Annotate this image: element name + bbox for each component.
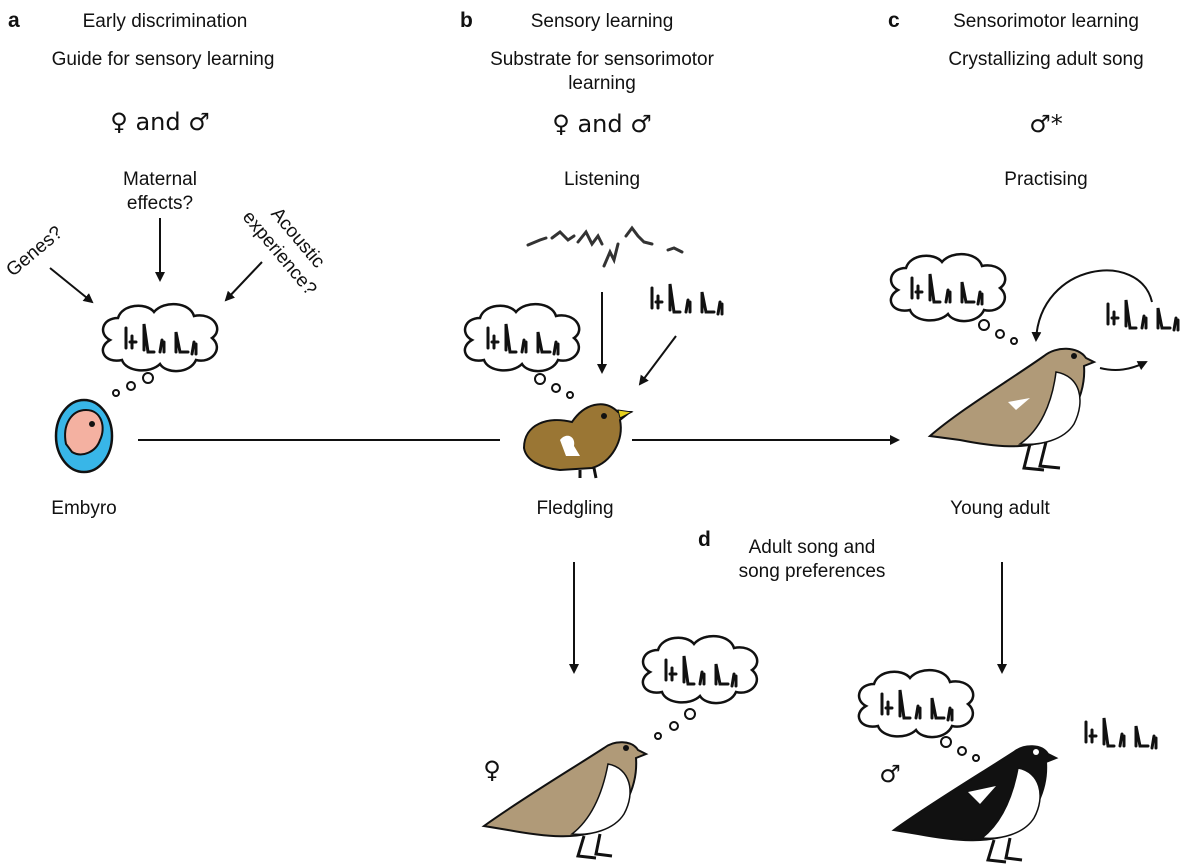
panel-b-subtitle: Substrate for sensorimotor learning <box>490 49 714 94</box>
fledgling-thought-cloud <box>463 302 581 373</box>
panel-a-letter: a <box>8 9 20 32</box>
panel-c-activity: Practising <box>1004 169 1088 190</box>
female-thought-cloud <box>641 634 759 705</box>
female-bird <box>481 741 649 860</box>
feedback-loop-arrow <box>1031 269 1153 342</box>
embryo-egg <box>54 398 114 474</box>
male-thought-cloud <box>857 668 975 739</box>
young-adult-song <box>1106 298 1180 332</box>
panel-a-title: Early discrimination <box>82 11 248 32</box>
male-song <box>1084 716 1158 750</box>
male-bird <box>891 745 1059 864</box>
panel-b-sex-symbols: ♀ and ♂ <box>552 110 652 138</box>
young-adult-label: Young adult <box>950 498 1050 519</box>
panel-c-letter: c <box>888 9 900 32</box>
embryo-thought-cloud <box>101 302 219 373</box>
young-adult-thought-cloud <box>889 252 1007 323</box>
song-output-arrow <box>1099 361 1148 371</box>
panel-c-sex-symbol: ♂* <box>1029 110 1063 138</box>
panel-b-letter: b <box>460 9 473 32</box>
young-adult-bird <box>927 347 1097 472</box>
panel-b-title: Sensory learning <box>530 11 674 32</box>
panel-b-activity: Listening <box>563 169 641 190</box>
female-symbol: ♀ <box>483 756 501 784</box>
arrow-tutor-motif <box>638 335 677 386</box>
panel-c-subtitle: Crystallizing adult song <box>948 49 1144 70</box>
panel-d-letter: d <box>698 528 711 551</box>
male-symbol: ♂ <box>879 760 901 788</box>
embryo-label: Embyro <box>51 498 117 519</box>
fledgling-bird <box>522 403 634 479</box>
fledgling-label: Fledgling <box>536 498 614 519</box>
panel-c-title: Sensorimotor learning <box>953 11 1139 32</box>
arrow-genes <box>49 267 94 304</box>
panel-a-subtitle: Guide for sensory learning <box>51 49 275 70</box>
arrow-acoustic <box>224 261 263 302</box>
tutor-song-spectrogram <box>526 225 684 268</box>
tutor-song-motif <box>650 282 724 316</box>
panel-a-maternal-effects: Maternal effects? <box>123 169 197 214</box>
panel-d-title: Adult song and song preferences <box>738 537 886 582</box>
panel-a-sex-symbols: ♀ and ♂ <box>110 108 210 136</box>
